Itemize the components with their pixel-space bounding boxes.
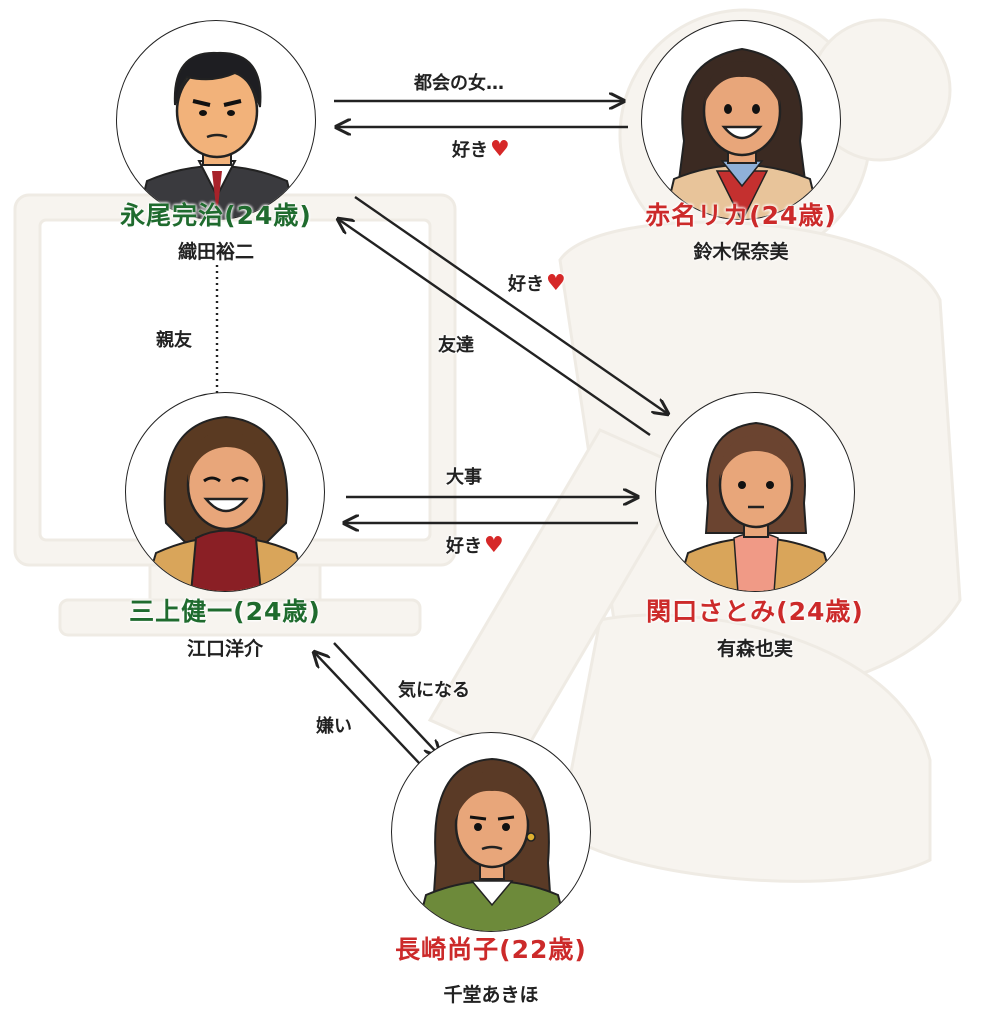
- label-sekiguchi-to-mikami: 好き♥: [446, 532, 504, 558]
- label-text: 好き: [446, 536, 482, 557]
- actor-nagao: 織田裕二: [177, 241, 254, 263]
- arrow-nagasaki-to-mikami: [314, 652, 421, 765]
- label-akana-to-nagao: 好き♥: [452, 136, 510, 162]
- heart-icon: ♥: [546, 271, 566, 296]
- arrow-nagao-to-sekiguchi: [354, 196, 668, 414]
- label-nagao-to-akana: 都会の女…: [414, 73, 504, 94]
- woman-smiling-avatar-icon: [663, 47, 821, 219]
- label-sekiguchi-to-nagao: 好き♥: [508, 270, 566, 296]
- actor-mikami: 江口洋介: [186, 638, 263, 660]
- label-nagasaki-to-mikami: 嫌い: [316, 716, 352, 737]
- name-nagasaki: 長崎尚子(22歳): [395, 935, 587, 964]
- label-text: 好き: [452, 140, 488, 161]
- portrait-akana: [641, 20, 841, 220]
- name-akana: 赤名リカ(24歳): [645, 201, 837, 230]
- heart-icon: ♥: [490, 137, 510, 162]
- actor-akana: 鈴木保奈美: [693, 241, 789, 263]
- portrait-nagao: [116, 20, 316, 220]
- arrow-sekiguchi-to-nagao: [338, 219, 651, 436]
- portrait-sekiguchi: [655, 392, 855, 592]
- label-text: 好き: [508, 274, 544, 295]
- node-mikami: [125, 392, 325, 592]
- arrow-mikami-to-nagasaki: [333, 642, 440, 756]
- node-sekiguchi: [655, 392, 855, 592]
- man-suit-avatar-icon: [136, 51, 298, 219]
- label-mikami-to-sekiguchi: 大事: [446, 467, 482, 488]
- actor-sekiguchi: 有森也実: [716, 638, 793, 660]
- portrait-mikami: [125, 392, 325, 592]
- node-nagao: [116, 20, 316, 220]
- label-nagao-mikami: 親友: [156, 330, 192, 351]
- actor-nagasaki: 千堂あきほ: [443, 984, 539, 1006]
- heart-icon: ♥: [484, 533, 504, 558]
- man-laughing-avatar-icon: [143, 415, 309, 591]
- node-akana: [641, 20, 841, 220]
- portrait-nagasaki: [391, 732, 591, 932]
- name-sekiguchi: 関口さとみ(24歳): [646, 597, 864, 626]
- woman-frowning-avatar-icon: [415, 757, 569, 931]
- label-mikami-to-nagasaki: 気になる: [398, 680, 470, 701]
- woman-calm-avatar-icon: [675, 421, 837, 591]
- node-nagasaki: [391, 732, 591, 932]
- label-nagao-to-sekiguchi: 友達: [438, 335, 474, 356]
- name-nagao: 永尾完治(24歳): [120, 201, 312, 230]
- name-mikami: 三上健一(24歳): [129, 597, 321, 626]
